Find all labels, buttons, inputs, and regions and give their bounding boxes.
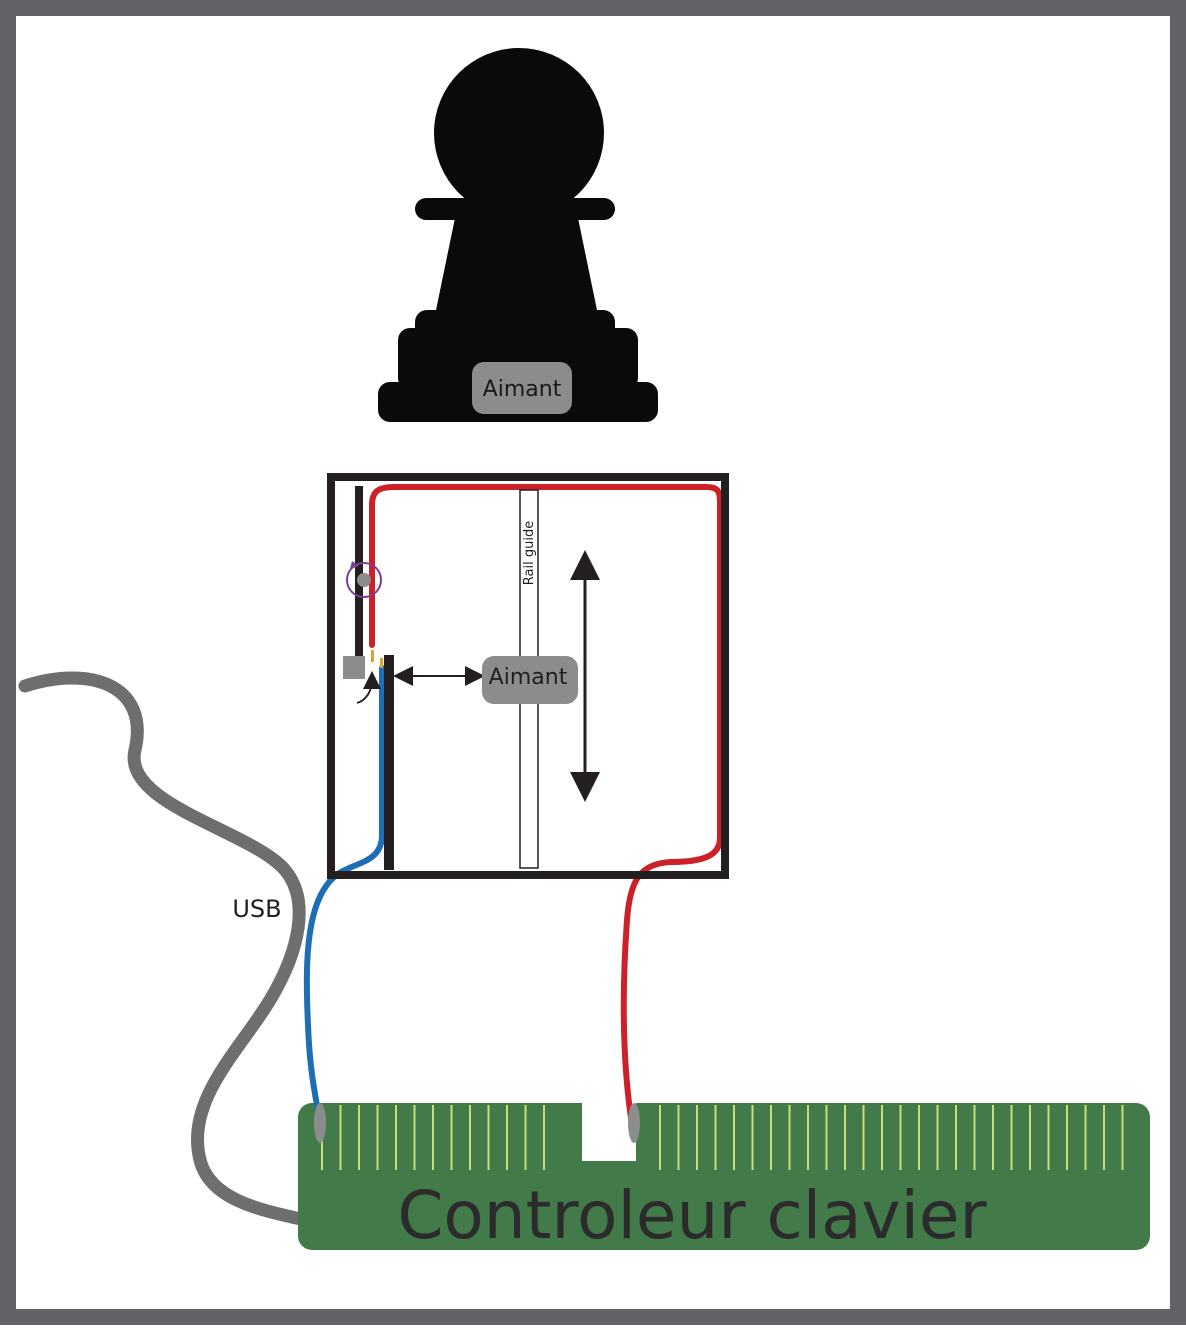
pawn-magnet	[472, 362, 572, 414]
rotation-arrowhead-icon	[350, 561, 359, 569]
red-wire-to-board	[369, 484, 723, 1128]
contact-gold-tip-1	[371, 650, 374, 662]
contact-gold-tip-2	[380, 658, 383, 668]
blue-wire-to-board	[303, 665, 385, 1128]
pivot-point	[357, 573, 371, 587]
board-pins	[321, 1105, 1124, 1170]
contact-motion-arrow-icon	[356, 671, 381, 704]
rotation-arrow-icon	[346, 562, 382, 598]
box-magnet	[482, 656, 578, 704]
box-magnet-label: Aimant	[489, 665, 568, 690]
rail-guide-label: Rail guide	[522, 521, 537, 585]
keyboard-controller-board	[298, 1098, 1150, 1250]
usb-label: USB	[232, 895, 281, 923]
controller-label: Controleur clavier	[397, 1177, 987, 1254]
pawn-base-mid	[398, 328, 638, 390]
switch-contact-block	[343, 656, 365, 679]
pawn-head	[434, 48, 604, 218]
sensor-box-frame	[327, 473, 729, 879]
pawn-magnet-label: Aimant	[483, 377, 562, 402]
blue-wire-solder-pad	[314, 1103, 326, 1143]
pawn-body	[435, 218, 598, 315]
usb-cable	[18, 671, 312, 1227]
pawn-collar	[415, 198, 615, 220]
red-wire-solder-pad	[628, 1103, 640, 1143]
reed-switch-fixed-strip	[384, 655, 394, 870]
